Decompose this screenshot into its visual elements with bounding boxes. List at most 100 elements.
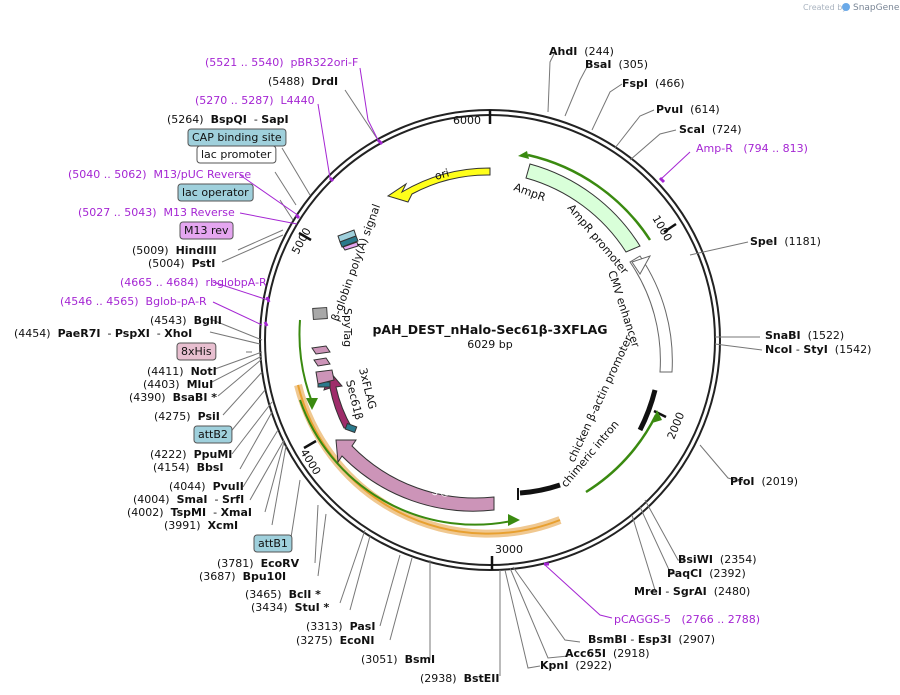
tick-2000 bbox=[653, 409, 667, 419]
feature-box-label: 8xHis bbox=[181, 345, 212, 358]
left-site-label-25: (4004) SmaI - SrfI bbox=[133, 493, 244, 506]
ori-arrow bbox=[386, 167, 491, 203]
left-site-label-12: (4665 .. 4684) rbglobpA-R bbox=[120, 276, 267, 289]
left-feature-box-attb1: attB1 bbox=[253, 534, 293, 553]
right-site-label-8: NcoI - StyI (1542) bbox=[765, 343, 871, 356]
credit-brand: SnapGene bbox=[853, 3, 900, 13]
snapgene-credit: Created by SnapGene bbox=[803, 3, 900, 13]
right-site-label-7: SnaBI (1522) bbox=[765, 329, 844, 342]
right-site-label-16: KpnI (2922) bbox=[540, 659, 612, 672]
left-site-label-18: (4403) MluI bbox=[143, 378, 213, 391]
ampr-gene-line bbox=[527, 153, 652, 241]
tick-4000 bbox=[303, 439, 317, 450]
leader-lines-left bbox=[209, 89, 431, 660]
left-site-label-3: (5264) BspQI - SapI bbox=[167, 113, 289, 126]
left-site-label-23: (4154) BbsI bbox=[153, 461, 223, 474]
right-site-label-5: Amp-R (794 .. 813) bbox=[696, 142, 808, 155]
left-site-label-2: (5270 .. 5287) L4440 bbox=[195, 94, 315, 107]
feature-box-label: attB1 bbox=[258, 537, 288, 550]
right-site-label-17: (2938) BstEII bbox=[420, 672, 499, 685]
cmv-enhancer-arrow bbox=[629, 255, 673, 373]
left-site-label-6: (5040 .. 5062) M13/pUC Reverse bbox=[68, 168, 251, 181]
tick-label-3000: 3000 bbox=[495, 543, 523, 556]
left-site-label-33: (3313) PasI bbox=[306, 620, 375, 633]
ticks bbox=[298, 110, 677, 570]
ampr-promoter-arrow bbox=[631, 255, 652, 275]
tick-label-2000: 2000 bbox=[665, 410, 688, 441]
left-site-label-8: (5027 .. 5043) M13 Reverse bbox=[78, 206, 235, 219]
tick-label-6000: 6000 bbox=[453, 114, 481, 127]
spytag-gene-line bbox=[298, 319, 313, 403]
attb1-box bbox=[344, 422, 358, 434]
left-site-label-20: (4275) PsiI bbox=[154, 410, 220, 423]
tick-5000 bbox=[298, 231, 312, 242]
plasmid-size: 6029 bp bbox=[467, 338, 512, 351]
left-site-label-30: (3687) Bpu10I bbox=[199, 570, 286, 583]
his8-box bbox=[311, 345, 331, 355]
left-site-label-29: (3781) EcoRV bbox=[217, 557, 300, 570]
left-site-label-0: (5521 .. 5540) pBR322ori-F bbox=[205, 56, 358, 69]
right-site-label-0: AhdI (244) bbox=[549, 45, 614, 58]
ampr-arrow bbox=[525, 163, 641, 253]
left-site-label-14: (4543) BglII bbox=[150, 314, 222, 327]
left-site-label-11: (5004) PstI bbox=[148, 257, 215, 270]
left-feature-box-lac-operator: lac operator bbox=[177, 183, 254, 202]
left-site-label-19: (4390) BsaBI * bbox=[129, 391, 217, 404]
flag-tag-box bbox=[315, 369, 335, 385]
left-site-label-27: (3991) XcmI bbox=[164, 519, 238, 532]
spytag-label: SpyTag bbox=[341, 308, 354, 347]
bglobin-label: β-globin poly(A) signal bbox=[329, 202, 384, 323]
left-site-label-35: (3051) BsmI bbox=[361, 653, 435, 666]
snapgene-logo-icon bbox=[842, 3, 850, 11]
right-site-label-3: PvuI (614) bbox=[656, 103, 720, 116]
left-site-label-1: (5488) DrdI bbox=[268, 75, 338, 88]
right-site-label-10: BsiWI (2354) bbox=[678, 553, 757, 566]
cag-gene-line bbox=[585, 414, 658, 494]
lac-operator-box bbox=[339, 235, 359, 248]
left-site-label-24: (4044) PvuII bbox=[169, 480, 244, 493]
right-site-label-9: PfoI (2019) bbox=[730, 475, 798, 488]
left-site-label-34: (3275) EcoNI bbox=[296, 634, 374, 647]
halotag-gene-line bbox=[299, 399, 517, 526]
ori-label: ori bbox=[433, 166, 450, 182]
feature-lines-right bbox=[544, 151, 691, 619]
left-feature-box-m13-rev: M13 rev bbox=[179, 221, 234, 240]
feature-lines-left bbox=[212, 67, 379, 326]
left-feature-box-8xhis: 8xHis bbox=[176, 342, 217, 361]
right-site-label-1: BsaI (305) bbox=[585, 58, 648, 71]
orf-line bbox=[297, 384, 561, 535]
sec61b-arrow bbox=[323, 371, 353, 429]
left-site-label-15: (4454) PaeR7I - PspXI - XhoI bbox=[14, 327, 192, 340]
feature-box-label: lac operator bbox=[182, 186, 249, 199]
tick-1000 bbox=[663, 222, 677, 234]
left-feature-box-lac-promoter: lac promoter bbox=[196, 145, 277, 164]
left-feature-box-cap-binding-site: CAP binding site bbox=[187, 128, 287, 147]
m13rev-box bbox=[342, 241, 359, 251]
left-site-label-31: (3465) BclI * bbox=[245, 588, 321, 601]
left-feature-box-attb2: attB2 bbox=[193, 425, 233, 444]
right-site-label-2: FspI (466) bbox=[622, 77, 685, 90]
site-labels-right: AhdI (244)BsaI (305) FspI (466) PvuI (614)… bbox=[420, 45, 871, 685]
left-site-label-26: (4002) TspMI - XmaI bbox=[127, 506, 252, 519]
left-site-label-22: (4222) PpuMI bbox=[150, 448, 232, 461]
right-site-label-15: Acc65I (2918) bbox=[565, 647, 650, 660]
left-site-label-32: (3434) StuI * bbox=[251, 601, 330, 614]
right-site-label-4: ScaI (724) bbox=[679, 123, 742, 136]
left-site-label-17: (4411) NotI bbox=[147, 365, 217, 378]
spytag-box bbox=[312, 306, 328, 321]
ampr-label: AmpR bbox=[512, 181, 548, 205]
right-site-label-11: PaqCI (2392) bbox=[667, 567, 746, 580]
right-site-label-13: pCAGGS-5 (2766 .. 2788) bbox=[614, 613, 760, 626]
chicken-bactin-bar bbox=[637, 389, 658, 432]
feature-marks bbox=[263, 138, 666, 566]
right-site-label-6: SpeI (1181) bbox=[750, 235, 821, 248]
right-site-label-12: MreI - SgrAI (2480) bbox=[634, 585, 750, 598]
chimeric-intron-bar bbox=[519, 482, 561, 496]
right-site-label-14: BsmBI - Esp3I (2907) bbox=[588, 633, 715, 646]
left-site-label-10: (5009) HindIII bbox=[132, 244, 217, 257]
feature-box-label: CAP binding site bbox=[192, 131, 282, 144]
leader-lines-right bbox=[499, 51, 763, 676]
feature-box-label: M13 rev bbox=[184, 224, 229, 237]
credit-prefix: Created by bbox=[803, 3, 847, 12]
